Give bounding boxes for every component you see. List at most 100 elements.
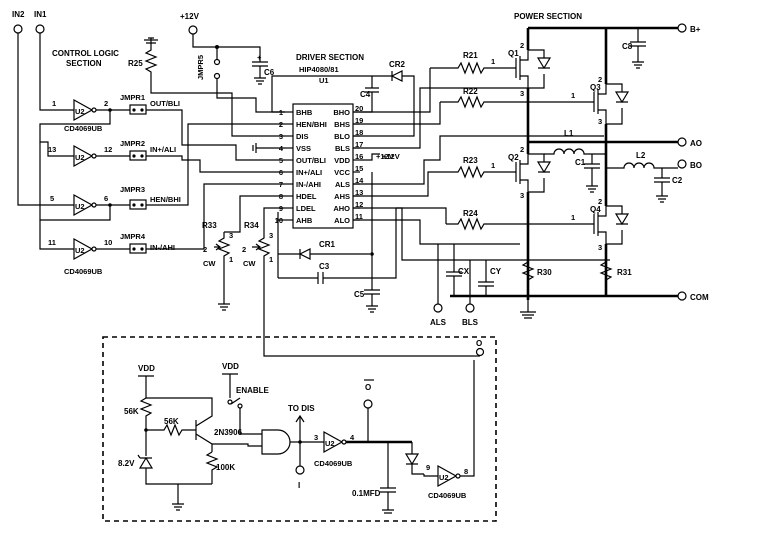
capacitor-c5: C5: [354, 172, 380, 313]
r34-cw: CW: [243, 259, 256, 268]
prot-obar-label: O: [365, 383, 371, 392]
power-section-title: POWER SECTION: [514, 12, 582, 21]
ic-right-pin-num: 19: [355, 116, 363, 125]
control-logic-title-2: SECTION: [66, 59, 102, 68]
supply-label: +12V: [180, 12, 200, 21]
c4-label: C4: [360, 90, 371, 99]
q4-pin3: 3: [598, 243, 602, 252]
ic-part-label: HIP4080/81: [299, 65, 339, 74]
prot-to-dis-label: TO DIS: [288, 404, 315, 413]
bplus-label: B+: [690, 25, 701, 34]
inv1-part: CD4069UB: [64, 124, 103, 133]
ic-right-pin-name: BHO: [333, 108, 350, 117]
terminal-als: ALS: [430, 244, 447, 327]
als-label: ALS: [430, 318, 447, 327]
enable-switch: ENABLE: [227, 386, 270, 435]
zener-8v2: 8.2V: [118, 454, 212, 485]
resistor-r23: R23: [430, 156, 510, 179]
inverter-u2-2: U2 13 12: [48, 144, 112, 168]
prot-r3-label: 100K: [216, 463, 235, 472]
c1-label: C1: [575, 158, 586, 167]
prot-inv1-in: 3: [314, 433, 318, 442]
ic-left-pin-name: HEN/BHI: [296, 120, 327, 129]
prot-transistor-label: 2N3906: [214, 428, 243, 437]
prot-i-label: I: [298, 481, 300, 490]
ic-left-pin-num: 2: [279, 120, 283, 129]
q1-gate-pin: 1: [491, 57, 495, 66]
jmpr4-signal: IN-/AHI: [150, 243, 175, 252]
q4-gate-pin: 1: [571, 213, 575, 222]
potentiometer-r34: R34 2 3 1 CW: [242, 207, 474, 357]
jmpr3-signal: HEN/BHI: [150, 195, 181, 204]
terminal-ao: AO: [677, 137, 702, 148]
ic-right-pin-num: 18: [355, 128, 363, 137]
resistor-56k-2: 56K: [144, 417, 196, 437]
q2-gate-pin: 1: [491, 161, 495, 170]
ic-right-pin-name: ALO: [334, 216, 350, 225]
ic-right-pin-name: AHS: [334, 192, 350, 201]
terminal-bo: BO: [677, 159, 702, 170]
ic-left-pin-num: 6: [279, 168, 283, 177]
cx-label: CX: [458, 267, 470, 276]
capacitor-c4: C4: [271, 75, 379, 113]
c6-label: C6: [264, 68, 275, 77]
q3-label: Q3: [590, 83, 601, 92]
ic-left-pin-num: 7: [279, 180, 283, 189]
l1-label: L1: [564, 129, 574, 138]
ic-left-pin-name: DIS: [296, 132, 309, 141]
jumper-jmpr2: JMPR2 IN+/ALI: [120, 139, 176, 161]
nand-gate: [261, 429, 300, 455]
r22-label: R22: [463, 87, 478, 96]
ic-left-pin-num: 3: [279, 132, 283, 141]
prot-inv2-in: 9: [426, 463, 430, 472]
inverter-u2-4: U2 11 10 CD4069UB: [48, 237, 112, 276]
ic-right-pin-name: BLS: [335, 144, 350, 153]
jmpr1-signal: OUT/BLI: [150, 99, 180, 108]
ic-right-pin-num: 13: [355, 188, 363, 197]
r25-label: R25: [128, 59, 143, 68]
ic-ref-label: U1: [319, 76, 329, 85]
mosfet-q3: Q3 2 3: [586, 75, 630, 126]
supply-12v: +12V: [180, 12, 261, 62]
resistor-r21: R21: [430, 51, 510, 75]
ic-right-pin-num: 11: [355, 212, 363, 221]
inv2-out-pin: 12: [104, 145, 112, 154]
ic-left-pin-num: 5: [279, 156, 283, 165]
protection-inverter-1: 3 U2 4 CD4069UB: [300, 430, 355, 468]
bo-label: BO: [690, 161, 702, 170]
prot-inv1-part: CD4069UB: [314, 459, 353, 468]
inv3-in-pin: 5: [50, 194, 54, 203]
r24-label: R24: [463, 209, 478, 218]
svg-text:+12V: +12V: [376, 152, 394, 161]
q3-pin3: 3: [598, 117, 602, 126]
inductor-l2: L2: [606, 151, 678, 169]
capacitor-c2: C2: [654, 168, 683, 203]
q3-pin2: 2: [598, 75, 602, 84]
in2-label: IN2: [12, 10, 25, 19]
resistor-r30: R30: [521, 261, 552, 281]
prot-zener-label: 8.2V: [118, 459, 135, 468]
terminal-bplus: B+: [677, 23, 701, 34]
resistor-100k: 100K: [172, 451, 235, 511]
resistor-r24: R24: [446, 209, 586, 231]
capacitor-c8: C8: [622, 28, 646, 69]
r33-cw: CW: [203, 259, 216, 268]
q4-pin2: 2: [598, 197, 602, 206]
prot-inv1-out: 4: [350, 433, 355, 442]
diode-cr2: CR2: [372, 60, 415, 100]
capacitor-cy: CY: [478, 260, 502, 296]
r34-label: R34: [244, 221, 259, 230]
svg-text:U2: U2: [439, 473, 449, 482]
ic-left-pin-name: VSS: [296, 144, 311, 153]
prot-r2-label: 56K: [164, 417, 179, 426]
capacitor-c6: + C6: [252, 53, 275, 85]
protection-vdd-1: VDD: [138, 364, 155, 398]
ic-right-pin-num: 12: [355, 200, 363, 209]
c2-label: C2: [672, 176, 683, 185]
q2-pin3: 3: [520, 191, 524, 200]
jmpr2-signal: IN+/ALI: [150, 145, 176, 154]
bls-label: BLS: [462, 318, 479, 327]
q1-pin3: 3: [520, 89, 524, 98]
inv1-in-pin: 1: [52, 99, 56, 108]
